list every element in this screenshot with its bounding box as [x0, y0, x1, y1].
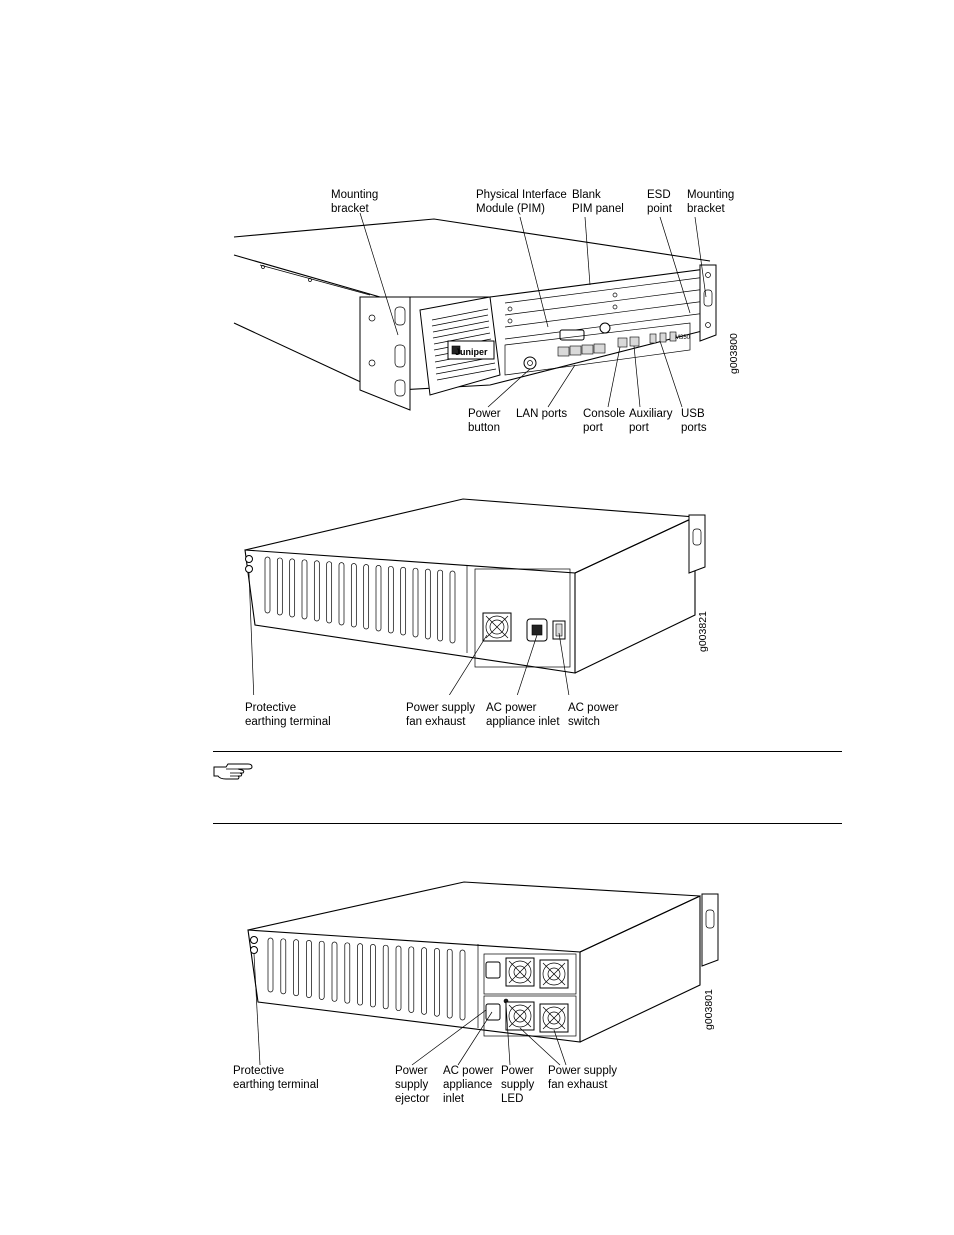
label-mounting-bracket-right: Mounting bracket: [687, 189, 735, 215]
pointing-hand-icon: [213, 763, 253, 780]
label-blank-pim-panel: Blank PIM panel: [572, 189, 624, 215]
label-ps-fan-exhaust-1: Power supply fan exhaust: [406, 702, 476, 728]
label-auxiliary-port: Auxiliary port: [629, 408, 673, 434]
label-ps-ejector: Power supply ejector: [395, 1065, 430, 1105]
rear-view-single-psu-illustration: [244, 498, 706, 695]
figure-id-rear-single: g003821: [697, 611, 709, 652]
label-protective-earthing-2: Protective earthing terminal: [233, 1065, 319, 1091]
juniper-logo-text: Juniper: [455, 347, 488, 357]
label-mounting-bracket-left: Mounting bracket: [331, 189, 379, 215]
model-label: M350: [675, 335, 691, 341]
label-ps-led: Power supply LED: [501, 1065, 535, 1105]
rear-view-dual-psu-illustration: [247, 881, 719, 1066]
label-physical-interface-module: Physical Interface Module (PIM): [476, 189, 567, 215]
label-esd-point: ESD point: [647, 189, 672, 215]
label-ac-inlet-1: AC power appliance inlet: [486, 702, 560, 728]
label-protective-earthing-1: Protective earthing terminal: [245, 702, 331, 728]
front-view-illustration: [233, 212, 717, 411]
label-ps-fan-exhaust-2: Power supply fan exhaust: [548, 1065, 618, 1091]
figure-id-front: g003800: [728, 333, 740, 374]
note-top-rule: [213, 751, 842, 752]
label-ac-inlet-2: AC power appliance inlet: [443, 1065, 494, 1105]
label-lan-ports: LAN ports: [516, 408, 568, 420]
label-power-button: Power button: [468, 408, 501, 434]
figure-id-rear-dual: g003801: [703, 989, 715, 1030]
note-bottom-rule: [213, 823, 842, 824]
label-console-port: Console port: [583, 408, 626, 434]
label-ac-switch: AC power switch: [568, 702, 619, 728]
label-usb-ports: USB ports: [681, 408, 707, 434]
